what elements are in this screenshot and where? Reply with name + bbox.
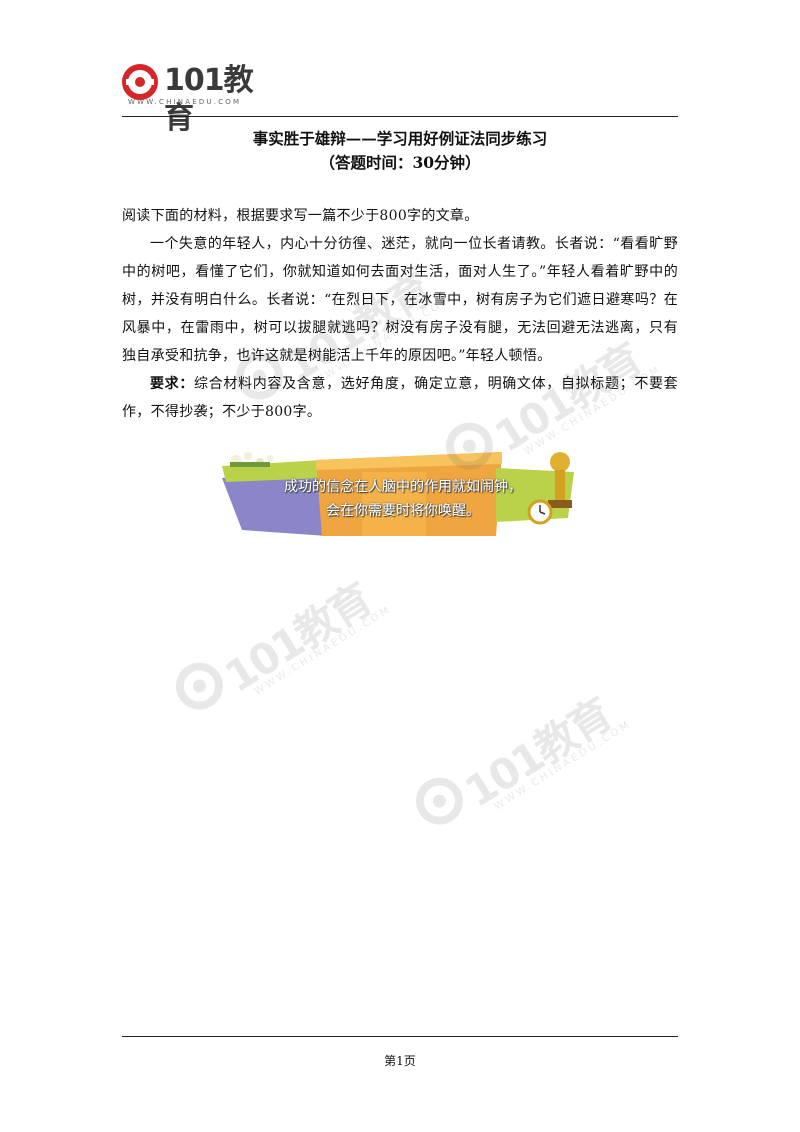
banner-line-1: 成功的信念在人脑中的作用就如闹钟，	[284, 479, 522, 495]
page-subtitle: （答题时间：30分钟）	[319, 153, 481, 172]
material-paragraph: 一个失意的年轻人，内心十分彷徨、迷茫，就向一位长者请教。长者说：“看看旷野中的树…	[122, 236, 678, 364]
requirement-text: 综合材料内容及含意，选好角度，确定立意，明确文体，自拟标题；不要套作，不得抄袭；…	[122, 376, 678, 420]
logo-text: 101教育	[164, 63, 254, 136]
watermark-logo-icon	[416, 777, 463, 825]
requirement-label: 要求：	[150, 376, 195, 392]
logo: 101教育 WWW.CHINAEDU.COM	[122, 62, 262, 136]
watermark-logo-icon	[236, 352, 283, 400]
watermark: 101教育 WWW.CHINAEDU.COM	[164, 556, 407, 754]
logo-url-text: WWW.CHINAEDU.COM	[128, 98, 242, 106]
logo-mark-icon	[122, 64, 158, 100]
instruction-text: 阅读下面的材料，根据要求写一篇不少于800字的文章。	[122, 208, 479, 224]
watermark-logo-icon	[176, 662, 223, 710]
page-number: 第1页	[384, 1054, 416, 1068]
watermark-logo-icon	[446, 422, 493, 470]
watermark: 101教育 WWW.CHINAEDU.COM	[404, 671, 647, 869]
header-rule	[122, 116, 678, 117]
footer-rule	[122, 1036, 678, 1037]
banner-line-2: 会在你需要时将你唤醒。	[326, 503, 480, 519]
requirement-paragraph: 要求：综合材料内容及含意，选好角度，确定立意，明确文体，自拟标题；不要套作，不得…	[122, 370, 678, 426]
banner-illustration	[222, 452, 574, 536]
watermark: 101教育 WWW.CHINAEDU.COM	[224, 246, 467, 444]
motivational-banner: 成功的信念在人脑中的作用就如闹钟， 会在你需要时将你唤醒。	[222, 448, 584, 536]
page-title: 事实胜于雄辩——学习用好例证法同步练习	[252, 129, 548, 148]
watermark: 101教育 WWW.CHINAEDU.COM	[434, 316, 677, 514]
